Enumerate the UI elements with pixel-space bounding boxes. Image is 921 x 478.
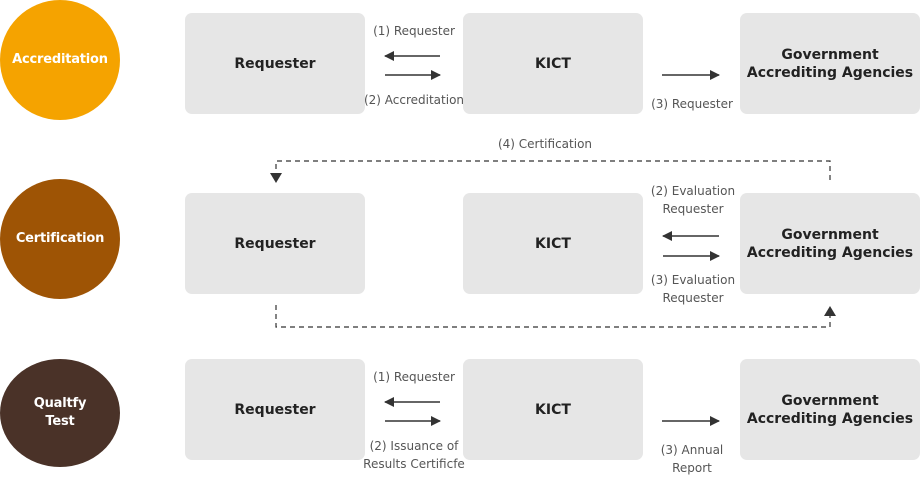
stage-label: Certification (15, 231, 105, 246)
edge-label: (2) Evaluation Requester (650, 184, 736, 216)
edge-label: (2) Issuance of Results Certificfe (363, 439, 465, 471)
edge-label: (1) Requester (373, 24, 455, 38)
edge-label: (4) Certification (497, 137, 593, 151)
stage-label: Accreditation (12, 52, 108, 67)
edge-label: (3) Evaluation Requester (650, 273, 736, 305)
government-agencies-box: Government Accrediting Agencies (740, 193, 920, 294)
certification-dashed-line (275, 160, 831, 180)
requester-box: Requester (185, 193, 365, 294)
stage-accreditation-circle: Accreditation (0, 0, 120, 120)
stage-label: Qualtfy Test (33, 396, 87, 429)
arrow-down-head (270, 173, 282, 183)
kict-box: KICT (463, 359, 643, 460)
requester-box: Requester (185, 13, 365, 114)
edge-label: (1) Requester (373, 370, 455, 384)
stage-certification-circle: Certification (0, 179, 120, 299)
requester-box: Requester (185, 359, 365, 460)
government-agencies-box: Government Accrediting Agencies (740, 359, 920, 460)
government-agencies-box: Government Accrediting Agencies (740, 13, 920, 114)
stage-quality-test-circle: Qualtfy Test (0, 359, 120, 467)
kict-box: KICT (463, 193, 643, 294)
kict-box: KICT (463, 13, 643, 114)
edge-label: (2) Accreditation (363, 93, 465, 107)
edge-label: (3) Requester (651, 97, 733, 111)
edge-label: (3) Annual Report (660, 443, 724, 475)
request-dashed-line (275, 305, 831, 328)
arrow-up-head (824, 306, 836, 316)
